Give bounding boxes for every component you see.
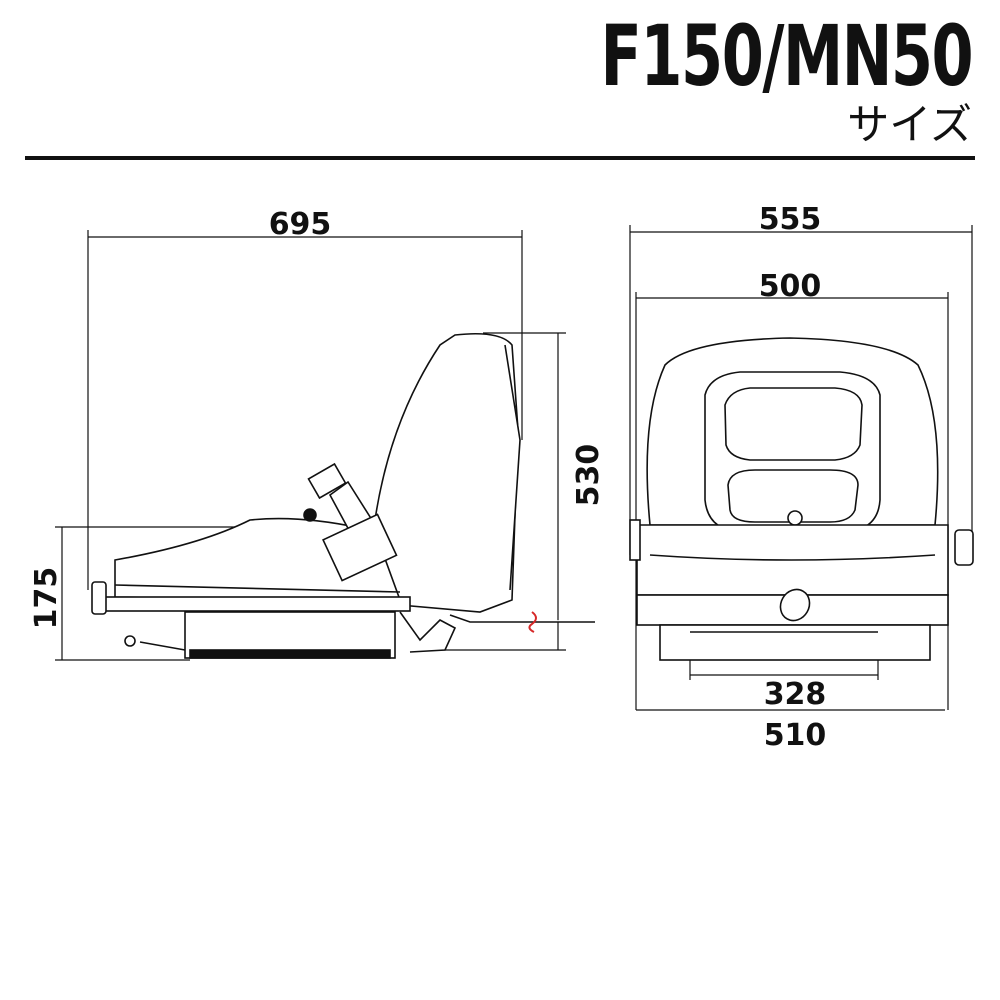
dim-label-555: 555 xyxy=(759,202,822,237)
dim-label-175: 175 xyxy=(29,567,64,630)
dim-label-510: 510 xyxy=(764,718,827,753)
seat-side-view xyxy=(91,332,595,659)
header-divider xyxy=(25,156,975,160)
dim-label-500: 500 xyxy=(759,269,822,304)
model-title: F150/MN50 xyxy=(600,7,973,105)
seat-front-view xyxy=(629,337,974,661)
spring-accent xyxy=(528,611,537,633)
dimension-lines xyxy=(55,225,973,711)
dim-label-530: 530 xyxy=(571,444,606,507)
dim-label-328: 328 xyxy=(764,677,827,712)
size-subtitle: サイズ xyxy=(847,100,972,149)
dim-label-695: 695 xyxy=(269,207,332,242)
